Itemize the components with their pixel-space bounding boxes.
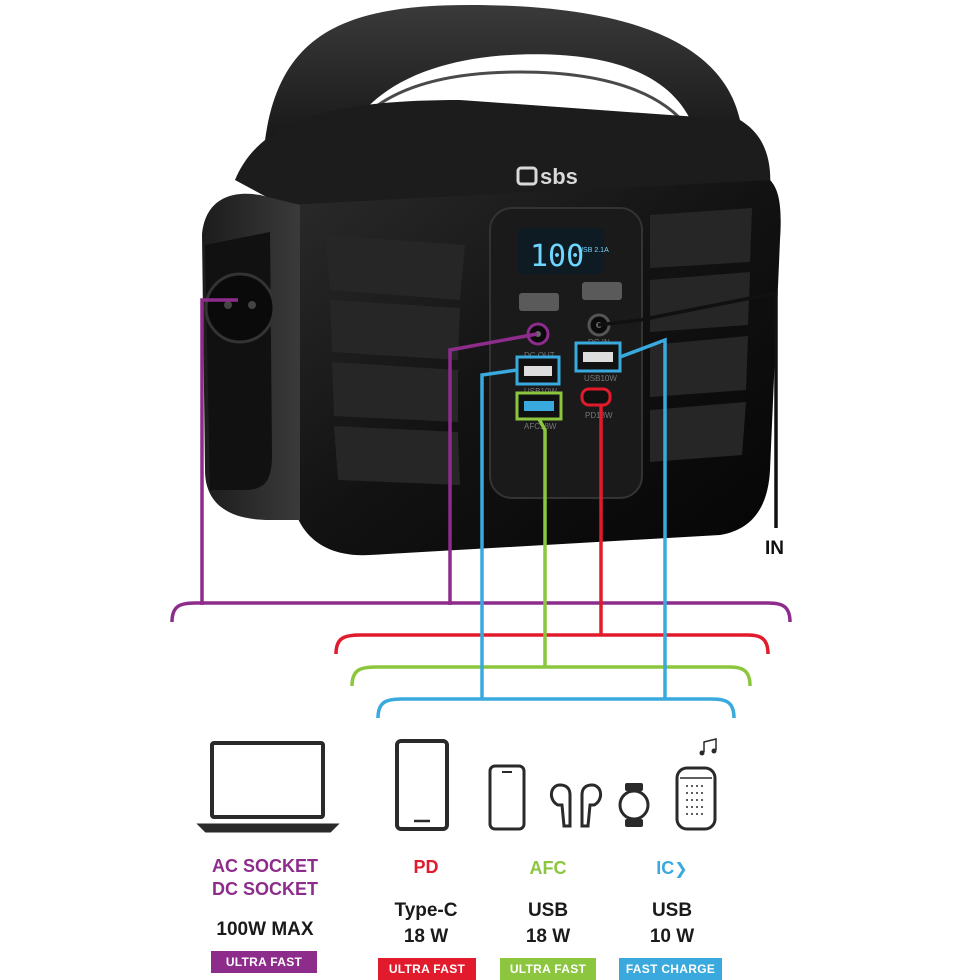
svg-text:PD18W: PD18W: [585, 411, 613, 420]
pd-label: PD: [413, 857, 439, 877]
left-vent: [325, 235, 465, 485]
right-vent: [650, 208, 752, 462]
ic-label: IC: [656, 858, 675, 878]
svg-text:USB10W: USB10W: [584, 374, 617, 383]
earbuds-icon: [550, 783, 602, 828]
pd-title: PD: [376, 856, 476, 879]
ac-dc-socket-title: AC SOCKET DC SOCKET: [178, 855, 352, 901]
carry-handle: [262, 5, 740, 190]
smartphone-icon: [488, 764, 526, 831]
ic-spec: USB 10 W: [620, 898, 724, 950]
ac-socket-label: AC SOCKET: [211, 856, 318, 876]
pd-spec-power: 18 W: [403, 926, 449, 947]
port-panel: [489, 207, 643, 499]
power-button-right[interactable]: [582, 282, 622, 300]
svg-text:AFC18W: AFC18W: [524, 422, 557, 431]
ac-socket: [204, 272, 276, 344]
afc-spec-type: USB: [527, 900, 569, 921]
connector-lines: [170, 290, 792, 719]
afc-badge: ULTRA FAST: [500, 958, 596, 980]
device-icons: [196, 738, 717, 833]
ic-badge: FAST CHARGE: [619, 958, 722, 980]
battery-reading: 100: [530, 239, 584, 274]
svg-text:USB 2.1A: USB 2.1A: [578, 247, 609, 254]
ic-fast-charge-icon: ❯: [674, 861, 688, 878]
smartwatch-icon: [618, 783, 650, 827]
pd-spec-type: Type-C: [394, 900, 458, 921]
afc-label: AFC: [529, 858, 567, 878]
ac-badge: ULTRA FAST: [211, 951, 317, 973]
ac-spec-power: 100W MAX: [216, 919, 314, 940]
power-button-left[interactable]: [519, 293, 559, 311]
tablet-icon: [395, 739, 449, 831]
dc-socket-label: DC SOCKET: [211, 879, 318, 899]
pd-spec: Type-C 18 W: [376, 898, 476, 950]
ac-spec: 100W MAX: [178, 917, 352, 943]
sbs-logo: sbs: [516, 164, 578, 189]
afc-title: AFC: [498, 857, 598, 880]
smart-speaker-icon: [675, 738, 717, 831]
lcd-screen: [518, 228, 604, 274]
ic-spec-type: USB: [651, 900, 693, 921]
ic-spec-power: 10 W: [649, 926, 695, 947]
pd-port: [580, 387, 612, 407]
input-label: IN: [765, 538, 784, 559]
pd-badge: ULTRA FAST: [378, 958, 476, 980]
svg-text:sbs: sbs: [540, 164, 578, 189]
afc-spec: USB 18 W: [498, 898, 598, 950]
power-station: sbs 100 USB 2.1A DC OUT DC IN USB10W USB…: [202, 5, 781, 556]
laptop-icon: [196, 741, 340, 833]
afc-spec-power: 18 W: [525, 926, 571, 947]
ic-title: IC❯: [620, 857, 724, 881]
